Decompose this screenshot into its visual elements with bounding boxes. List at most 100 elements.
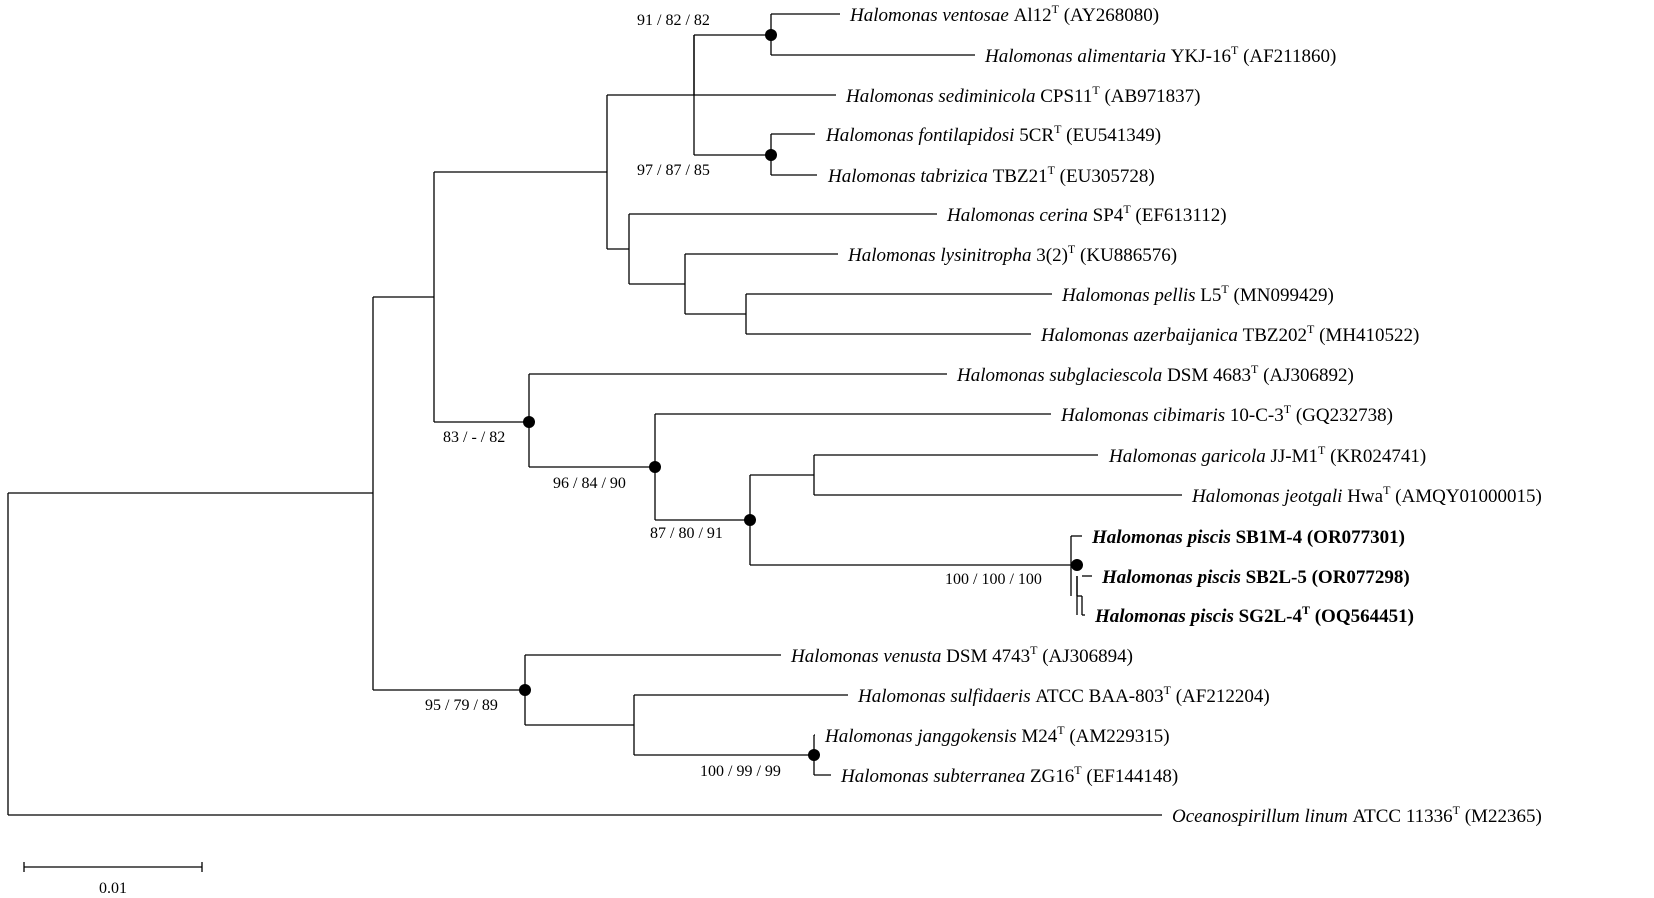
taxon-strain: JJ-M1 <box>1271 446 1319 467</box>
taxon-label: Halomonas garicola JJ-M1T (KR024741) <box>1108 443 1426 467</box>
taxon-species: janggokensis <box>914 726 1021 747</box>
taxon-genus: Halomonas <box>1091 527 1188 548</box>
taxon-species: piscis <box>1196 567 1246 588</box>
taxon-strain: CPS11 <box>1040 86 1092 107</box>
type-strain-mark: T <box>1221 282 1229 296</box>
taxon-accession: (AF211860) <box>1238 46 1336 67</box>
bootstrap-labels: 91 / 82 / 82 97 / 87 / 85 83 / - / 82 96… <box>425 12 1042 780</box>
taxon-strain: 3(2) <box>1036 245 1068 266</box>
node-dot <box>808 749 820 761</box>
taxon-genus: Halomonas <box>946 205 1039 226</box>
taxon-strain: 5CR <box>1019 125 1054 146</box>
taxon-genus: Halomonas <box>840 766 933 787</box>
taxon-species: piscis <box>1186 527 1236 548</box>
bootstrap-label: 96 / 84 / 90 <box>553 475 626 492</box>
taxon-strain: SP4 <box>1093 205 1124 226</box>
taxon-genus: Halomonas <box>1060 405 1153 426</box>
taxon-genus: Halomonas <box>1191 486 1284 507</box>
taxon-accession: (EF613112) <box>1131 205 1227 226</box>
type-strain-mark: T <box>1284 402 1292 416</box>
taxon-label: Halomonas ventosae Al12T (AY268080) <box>849 2 1159 26</box>
node-dot <box>649 461 661 473</box>
type-strain-mark: T <box>1052 2 1060 16</box>
taxon-accession: (AM229315) <box>1065 726 1170 747</box>
taxon-accession: (GQ232738) <box>1291 405 1393 426</box>
taxon-accession: (EU305728) <box>1055 166 1155 187</box>
taxon-accession: (EU541349) <box>1061 125 1161 146</box>
taxon-species: sulfidaeris <box>950 686 1035 707</box>
bootstrap-label: 83 / - / 82 <box>443 429 505 446</box>
taxon-genus: Halomonas <box>827 166 920 187</box>
taxon-genus: Halomonas <box>1040 325 1133 346</box>
taxon-accession: (KU886576) <box>1075 245 1177 266</box>
taxon-strain: Hwa <box>1347 486 1383 507</box>
taxon-label: Halomonas piscis SB2L-5 (OR077298) <box>1101 567 1410 588</box>
bootstrap-label: 100 / 99 / 99 <box>700 763 781 780</box>
type-strain-mark: T <box>1453 803 1461 817</box>
taxon-label: Halomonas venusta DSM 4743T (AJ306894) <box>790 643 1133 667</box>
taxon-label: Halomonas azerbaijanica TBZ202T (MH41052… <box>1040 322 1419 346</box>
node-dot <box>519 684 531 696</box>
taxon-strain: YKJ-16 <box>1171 46 1231 67</box>
taxon-label: Halomonas cibimaris 10-C-3T (GQ232738) <box>1060 402 1393 426</box>
taxon-accession: (OQ564451) <box>1310 606 1414 627</box>
taxon-label: Halomonas piscis SB1M-4 (OR077301) <box>1091 527 1405 548</box>
taxon-genus: Halomonas <box>824 726 917 747</box>
taxon-labels: Halomonas ventosae Al12T (AY268080) Halom… <box>790 2 1542 827</box>
bootstrap-label: 97 / 87 / 85 <box>637 162 710 179</box>
taxon-strain: SB2L-5 <box>1246 567 1307 588</box>
taxon-accession: (AJ306894) <box>1037 646 1133 667</box>
taxon-label: Halomonas alimentaria YKJ-16T (AF211860) <box>984 43 1336 67</box>
taxon-accession: (MH410522) <box>1314 325 1419 346</box>
taxon-accession: (MN099429) <box>1229 285 1334 306</box>
taxon-strain: TBZ21 <box>993 166 1048 187</box>
taxon-accession: (OR077298) <box>1307 567 1410 588</box>
taxon-genus: Halomonas <box>1061 285 1154 306</box>
taxon-accession: (AF212204) <box>1171 686 1270 707</box>
node-dot <box>765 29 777 41</box>
node-dot <box>744 514 756 526</box>
scale-bar: 0.01 <box>23 862 203 897</box>
bootstrap-label: 100 / 100 / 100 <box>945 571 1042 588</box>
taxon-label: Halomonas sediminicola CPS11T (AB971837) <box>845 83 1201 107</box>
type-strain-mark: T <box>1092 83 1100 97</box>
taxon-accession: (KR024741) <box>1325 446 1426 467</box>
taxon-accession: (AY268080) <box>1059 5 1159 26</box>
taxon-species: garicola <box>1201 446 1270 467</box>
bootstrap-label: 95 / 79 / 89 <box>425 697 498 714</box>
taxon-strain: ZG16 <box>1030 766 1074 787</box>
taxon-label: Halomonas subglaciescola DSM 4683T (AJ30… <box>956 362 1354 386</box>
taxon-strain: DSM 4683 <box>1167 365 1251 386</box>
taxon-label: Oceanospirillum linum ATCC 11336T (M2236… <box>1172 803 1542 827</box>
type-strain-mark: T <box>1231 43 1239 57</box>
type-strain-mark: T <box>1251 362 1259 376</box>
taxon-accession: (OR077301) <box>1302 527 1405 548</box>
taxon-genus: Halomonas <box>825 125 918 146</box>
taxon-label: Halomonas tabrizica TBZ21T (EU305728) <box>827 163 1155 187</box>
taxon-species: pellis <box>1152 285 1200 306</box>
taxon-strain: 10-C-3 <box>1230 405 1284 426</box>
taxon-species: ventosae <box>942 5 1013 26</box>
taxon-species: azerbaijanica <box>1133 325 1242 346</box>
type-strain-mark: T <box>1123 202 1131 216</box>
taxon-genus: Oceanospirillum <box>1172 806 1304 827</box>
taxon-species: cibimaris <box>1153 405 1230 426</box>
taxon-species: sediminicola <box>938 86 1040 107</box>
type-strain-mark: T <box>1318 443 1326 457</box>
taxon-strain: L5 <box>1200 285 1221 306</box>
taxon-genus: Halomonas <box>956 365 1049 386</box>
taxon-strain: ATCC BAA-803 <box>1035 686 1163 707</box>
node-dot <box>523 416 535 428</box>
taxon-species: piscis <box>1189 606 1239 627</box>
bootstrap-label: 87 / 80 / 91 <box>650 525 723 542</box>
taxon-accession: (AB971837) <box>1100 86 1201 107</box>
taxon-genus: Halomonas <box>1101 567 1198 588</box>
taxon-genus: Halomonas <box>1108 446 1201 467</box>
taxon-genus: Halomonas <box>790 646 883 667</box>
taxon-genus: Halomonas <box>845 86 938 107</box>
taxon-label: Halomonas jeotgali HwaT (AMQY01000015) <box>1191 483 1542 507</box>
taxon-species: linum <box>1304 806 1352 827</box>
taxon-genus: Halomonas <box>1094 606 1191 627</box>
taxon-strain: SB1M-4 <box>1236 527 1303 548</box>
taxon-label: Halomonas subterranea ZG16T (EF144148) <box>840 763 1178 787</box>
